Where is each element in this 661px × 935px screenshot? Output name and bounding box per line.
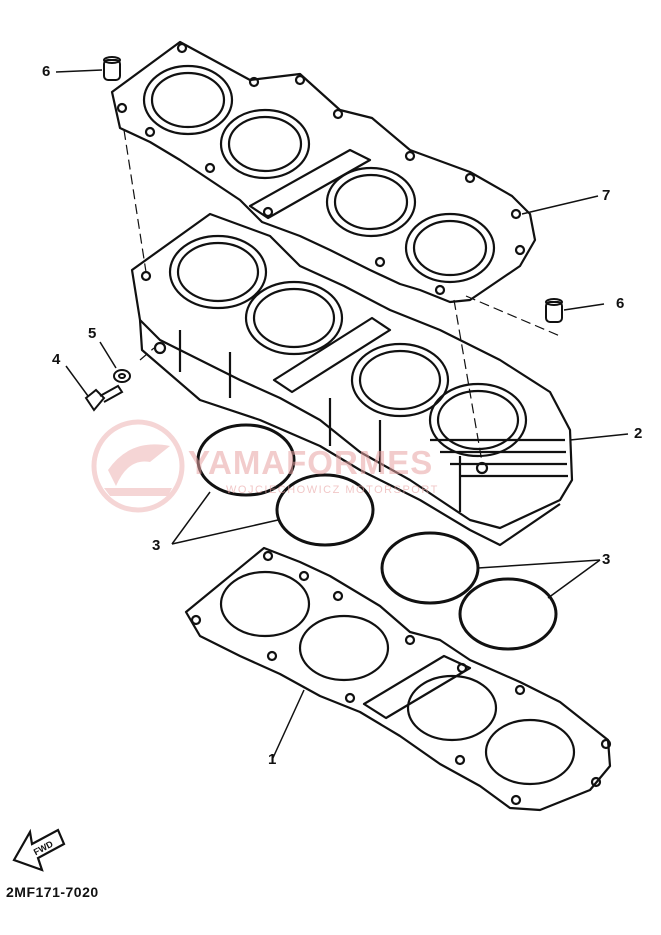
callout-7: 7	[602, 187, 611, 204]
washer	[113, 369, 131, 383]
callout-1: 1	[268, 751, 277, 768]
watermark-brand: YAMAFORMES	[188, 444, 434, 481]
leader-lines	[55, 69, 629, 761]
watermark-logo	[91, 419, 185, 513]
dowel-pin-right	[545, 298, 563, 323]
head-gasket	[110, 40, 537, 304]
callout-4: 4	[52, 351, 61, 368]
dowel-pin-left	[103, 56, 121, 81]
callout-6-right: 6	[616, 295, 625, 312]
bolt	[84, 384, 124, 412]
part-code: 2MF171-7020	[6, 884, 99, 900]
alignment-lines	[123, 129, 561, 463]
callout-3-right: 3	[602, 551, 611, 568]
callout-5: 5	[88, 325, 97, 342]
base-gasket	[184, 546, 612, 812]
callout-2: 2	[634, 425, 643, 442]
callout-3-left: 3	[152, 537, 161, 554]
callout-6-left: 6	[42, 63, 51, 80]
cylinder-block	[130, 212, 574, 547]
forward-arrow-icon	[12, 828, 66, 872]
o-rings	[196, 423, 558, 651]
watermark-subtitle: WOJCIECHOWICZ MOTORSPORT	[226, 484, 439, 496]
